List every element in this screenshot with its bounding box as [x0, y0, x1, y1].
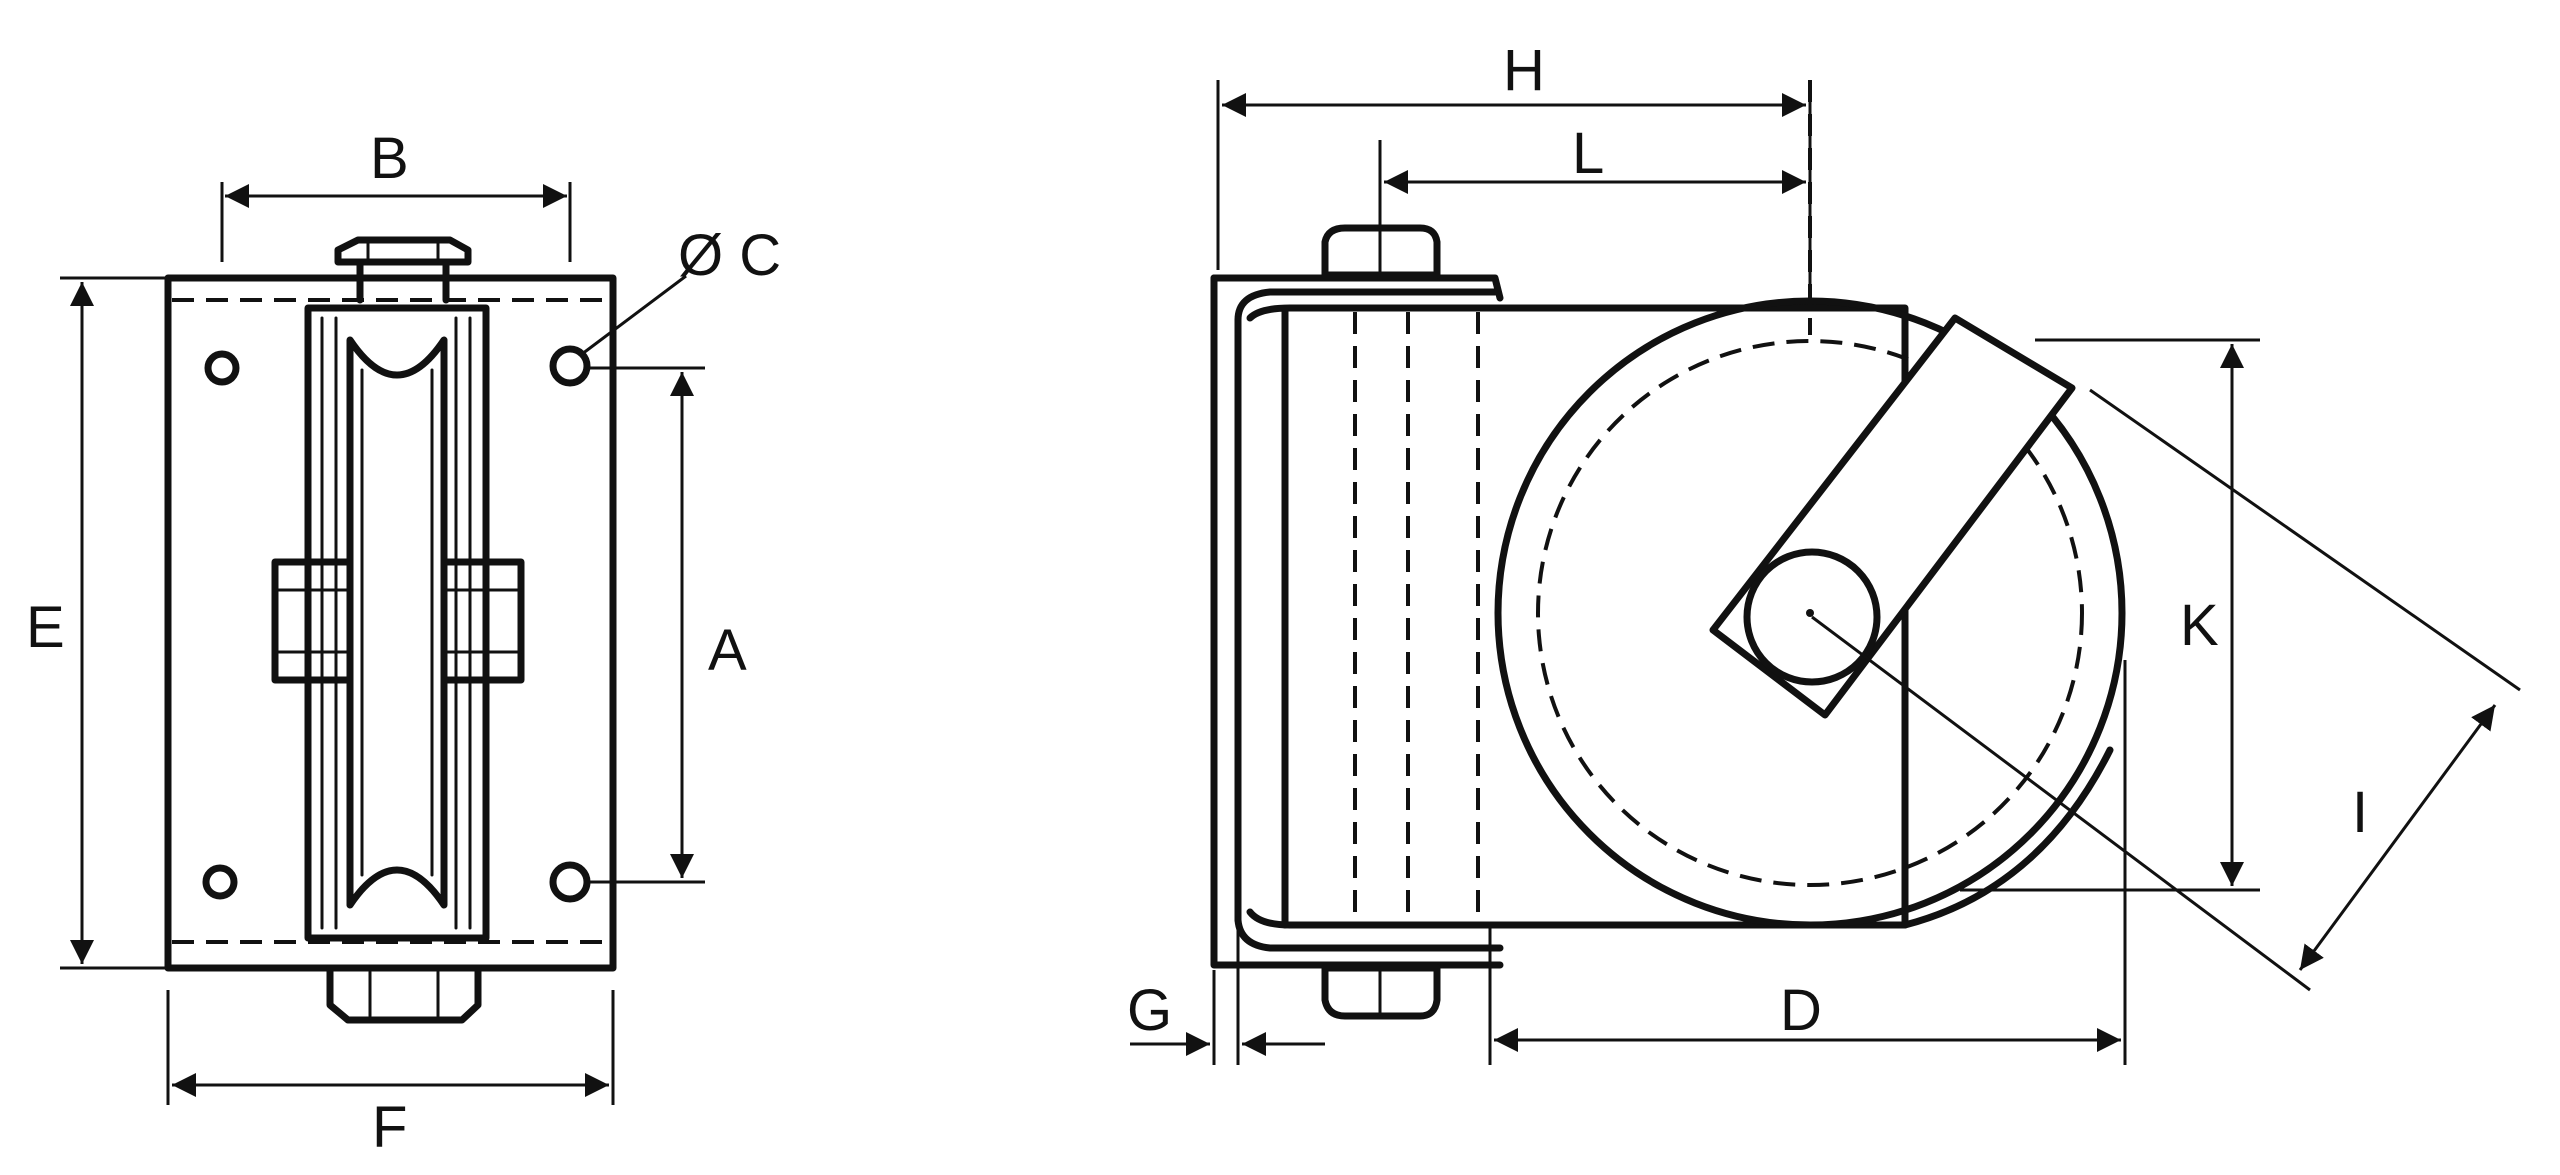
- top-bolt: [334, 236, 472, 304]
- mount-hole-top-left: [204, 350, 240, 386]
- link-bar: [1709, 314, 2076, 719]
- mount-hole-top-right: [549, 345, 591, 387]
- label-G: G: [1127, 978, 1172, 1043]
- label-L: L: [1572, 121, 1604, 186]
- side-bottom-bolt: [1321, 964, 1441, 1020]
- label-D: D: [1780, 978, 1822, 1043]
- bottom-bolt: [326, 964, 482, 1024]
- label-C: Ø C: [678, 223, 781, 288]
- label-A: A: [708, 618, 747, 683]
- pulley-wheel: [346, 336, 448, 909]
- label-E: E: [26, 595, 65, 660]
- side-top-bolt: [1321, 224, 1441, 279]
- label-H: H: [1503, 38, 1545, 103]
- front-view: [164, 236, 617, 1024]
- label-K: K: [2180, 593, 2219, 658]
- side-view: [1210, 80, 2126, 1020]
- label-B: B: [370, 126, 409, 191]
- front-dimensions: [60, 182, 705, 1105]
- side-dimensions: [1130, 80, 2521, 1065]
- mount-hole-bottom-right: [549, 861, 591, 903]
- mount-hole-bottom-left: [202, 864, 238, 900]
- label-F: F: [372, 1095, 407, 1160]
- label-I: I: [2352, 780, 2368, 845]
